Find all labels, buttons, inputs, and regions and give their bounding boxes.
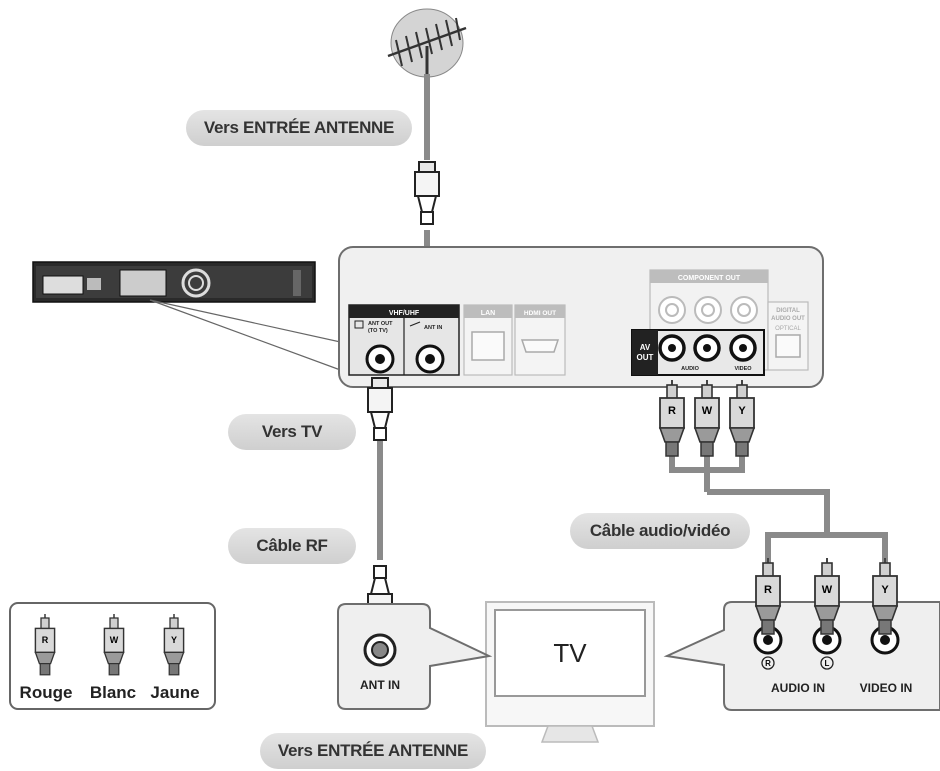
audio-in-label: AUDIO IN (771, 681, 825, 695)
antenna-cable-plug (414, 161, 440, 225)
tv-ant-in-callout (337, 603, 493, 710)
legend-name-red: Rouge (20, 683, 73, 702)
label-to-tv: Vers TV (228, 414, 356, 450)
out-label: OUT (637, 353, 654, 362)
blu-ray-player-icon (32, 261, 316, 303)
digital-audio-out-label-2: AUDIO OUT (771, 316, 805, 322)
video-label: VIDEO (734, 366, 752, 372)
vhf-uhf-label: VHF/UHF (389, 310, 420, 317)
av-plug-red-letter: R (668, 405, 676, 417)
ant-out-label: ANT OUT (368, 321, 393, 327)
lan-label: LAN (481, 310, 495, 317)
rear-panel (338, 246, 824, 388)
digital-audio-out-label: DIGITAL (776, 308, 800, 314)
legend-letter-yellow: Y (171, 635, 177, 645)
rf-cable-plug-top (367, 377, 393, 441)
av-plug-red (659, 379, 685, 457)
tv-icon (485, 601, 655, 743)
component-out-label: COMPONENT OUT (678, 275, 741, 282)
tv-plug-red-letter: R (764, 584, 772, 596)
label-antenna-input-top: Vers ENTRÉE ANTENNE (186, 110, 412, 146)
r-mark: R (765, 659, 771, 668)
legend-name-yellow: Jaune (150, 683, 199, 702)
video-in-label: VIDEO IN (860, 681, 913, 695)
tv-ant-in-label: ANT IN (360, 678, 400, 692)
legend-letter-white: W (110, 635, 119, 645)
antenna-icon (387, 8, 467, 78)
l-mark: L (825, 659, 830, 668)
tv-plug-white-letter: W (822, 584, 833, 596)
legend-name-white: Blanc (90, 683, 136, 702)
legend-letter-red: R (42, 635, 49, 645)
av-label: AV (640, 343, 651, 352)
label-antenna-input-bottom: Vers ENTRÉE ANTENNE (260, 733, 486, 769)
tv-screen-text: TV (553, 638, 587, 668)
label-rf-cable: Câble RF (228, 528, 356, 564)
tv-plug-yellow-letter: Y (881, 584, 889, 596)
av-plug-white-letter: W (702, 405, 713, 417)
hdmi-out-label: HDMI OUT (524, 310, 556, 317)
label-av-cable: Câble audio/vidéo (570, 513, 750, 549)
av-plug-yellow-letter: Y (738, 405, 746, 417)
audio-label: AUDIO (681, 366, 699, 372)
av-cable (669, 450, 888, 565)
av-plug-yellow (729, 379, 755, 457)
zoom-line (149, 299, 355, 346)
av-plug-white (694, 379, 720, 457)
ant-in-port-label: ANT IN (424, 325, 442, 331)
optical-label: OPTICAL (775, 326, 801, 332)
ant-out-sublabel: (TO TV) (368, 328, 388, 334)
zoom-line (149, 299, 355, 376)
